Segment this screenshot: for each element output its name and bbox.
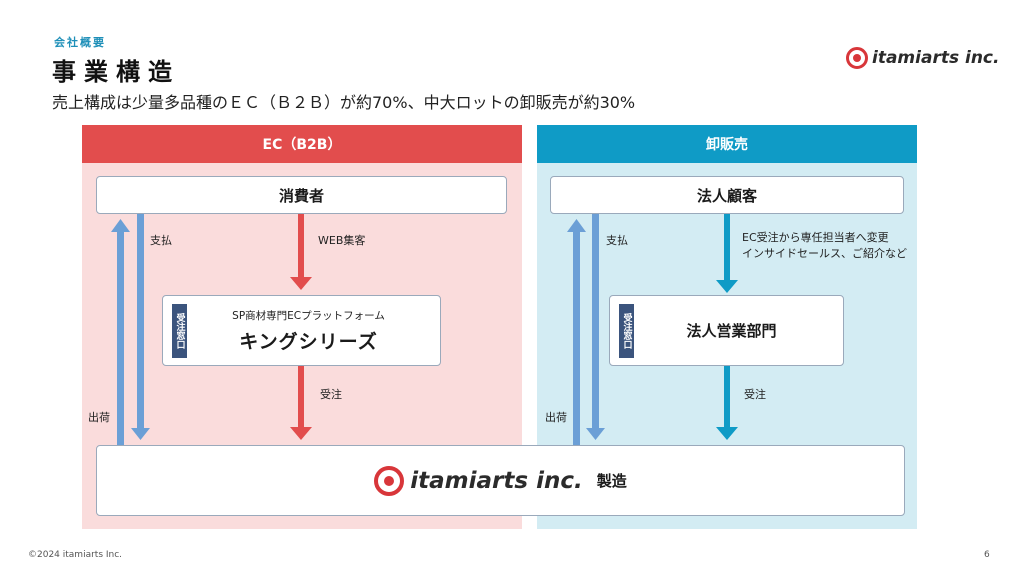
ec-web-arrow-icon xyxy=(290,214,312,290)
ws-payment-label: 支払 xyxy=(606,234,628,247)
ec-shipping-label: 出荷 xyxy=(88,411,110,424)
logo-mark-icon xyxy=(846,47,868,69)
ec-web-label: WEB集客 xyxy=(318,234,366,247)
wholesale-panel-header: 卸販売 xyxy=(537,125,917,163)
page-number: 6 xyxy=(984,550,990,560)
ws-shipping-arrow-icon xyxy=(567,219,586,446)
page-title: 事業構造 xyxy=(52,58,180,86)
ws-change-line-1: EC受注から専任担当者へ変更 xyxy=(742,231,889,244)
ec-order-arrow-icon xyxy=(290,366,312,440)
page-subtitle: 売上構成は少量多品種のＥＣ（Ｂ２Ｂ）が約70%、中大ロットの卸販売が約30% xyxy=(52,93,636,112)
platform-name: キングシリーズ xyxy=(239,330,378,353)
king-series-box: 受注窓口 SP商材専門ECプラットフォーム キングシリーズ xyxy=(162,295,441,366)
ws-order-label: 受注 xyxy=(744,388,766,401)
ws-shipping-label: 出荷 xyxy=(545,411,567,424)
ws-change-label: EC受注から専任担当者へ変更 インサイドセールス、ご紹介など xyxy=(742,230,907,262)
logo-wordmark: itamiarts inc. xyxy=(410,467,583,494)
section-eyebrow: 会社概要 xyxy=(54,36,106,49)
manufacturing-label: 製造 xyxy=(596,472,627,490)
order-window-tag: 受注窓口 xyxy=(172,304,187,358)
sales-dept-label: 法人営業部門 xyxy=(686,322,777,340)
logo-wordmark: itamiarts inc. xyxy=(872,48,1000,68)
ws-change-arrow-icon xyxy=(716,214,738,293)
consumer-box: 消費者 xyxy=(96,176,507,214)
ec-payment-label: 支払 xyxy=(150,234,172,247)
ws-payment-arrow-icon xyxy=(586,214,605,440)
company-logo: itamiarts inc. xyxy=(846,47,999,69)
ws-change-line-2: インサイドセールス、ご紹介など xyxy=(742,247,907,260)
manufacturing-logo: itamiarts inc. xyxy=(374,465,583,496)
corporate-client-box: 法人顧客 xyxy=(550,176,904,214)
ec-shipping-arrow-icon xyxy=(111,219,130,446)
ec-panel-header: EC（B2B） xyxy=(82,125,522,163)
ec-payment-arrow-icon xyxy=(131,214,150,440)
copyright: ©2024 itamiarts Inc. xyxy=(28,550,123,560)
order-window-tag: 受注窓口 xyxy=(619,304,634,358)
manufacturing-box: itamiarts inc. 製造 xyxy=(96,445,905,516)
platform-subtitle: SP商材専門ECプラットフォーム xyxy=(232,309,385,322)
ec-order-label: 受注 xyxy=(320,388,342,401)
ws-order-arrow-icon xyxy=(716,366,738,440)
corporate-sales-box: 受注窓口 法人営業部門 xyxy=(609,295,844,366)
logo-mark-icon xyxy=(374,465,405,496)
